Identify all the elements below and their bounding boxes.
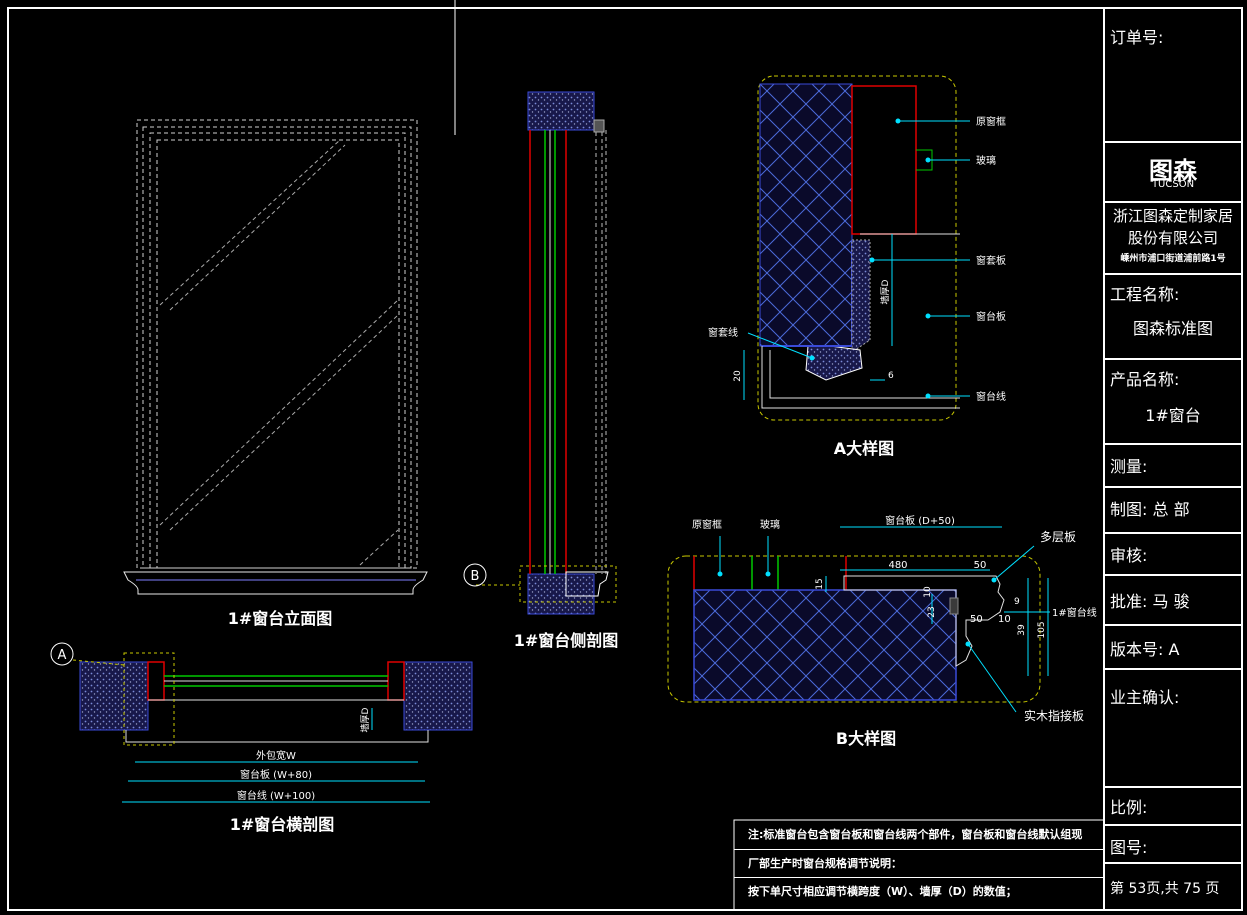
dim-50b: 50 <box>970 614 983 625</box>
marker-a: A <box>58 648 67 663</box>
dim-105: 105 <box>1037 621 1047 638</box>
tb-review: 审核: <box>1104 534 1242 576</box>
marker-b: B <box>471 569 480 584</box>
tb-drawing-no: 图号: <box>1104 826 1242 864</box>
tb-order: 订单号: <box>1104 10 1242 143</box>
dim-39: 39 <box>1017 624 1027 636</box>
dim-10b: 10 <box>998 614 1011 625</box>
approve-label: 批准: 马 骏 <box>1110 592 1190 611</box>
survey-label: 测量: <box>1110 457 1148 476</box>
cross-section-title: 1#窗台横剖图 <box>230 815 335 834</box>
drawing-no-label: 图号: <box>1110 838 1148 857</box>
callout-b-solid-wood: 实木指接板 <box>1024 708 1084 723</box>
detail-b-title: B大样图 <box>836 729 896 748</box>
callout-a-window-cover: 窗套板 <box>976 254 1006 267</box>
tb-company: 浙江图森定制家居 股份有限公司 嵊州市浦口街道浦前路1号 <box>1104 203 1242 275</box>
dim-sill-board: 窗台板 (W+80) <box>240 768 312 781</box>
dim-outer-width: 外包宽W <box>256 749 296 762</box>
callout-b-multilayer: 多层板 <box>1040 530 1076 544</box>
callout-a-window-frame: 原窗框 <box>976 115 1006 128</box>
dim-sill-board-depth: 窗台板 (D+50) <box>885 514 955 527</box>
callout-a-sill-line: 窗台线 <box>976 390 1006 403</box>
dim-10a: 10 <box>923 586 933 598</box>
company-line1: 浙江图森定制家居 <box>1112 207 1233 225</box>
tb-logo: 图森 TUCSON <box>1104 143 1242 203</box>
version-label: 版本号: A <box>1110 640 1180 659</box>
company-line2: 股份有限公司 <box>1127 229 1218 247</box>
tb-scale: 比例: <box>1104 788 1242 826</box>
order-label: 订单号: <box>1110 28 1164 47</box>
dim-9: 9 <box>1014 597 1020 607</box>
dim-23: 23 <box>927 606 937 617</box>
dim-6: 6 <box>888 371 894 381</box>
dim-15: 15 <box>815 578 825 589</box>
product-value: 1#窗台 <box>1145 406 1201 425</box>
dim-50a: 50 <box>974 560 987 571</box>
callout-b-sill-line: 1#窗台线 <box>1052 606 1097 619</box>
logo-cn: 图森 <box>1149 157 1197 185</box>
page-label: 第 53页,共 75 页 <box>1110 881 1220 897</box>
dim-sill-line: 窗台线 (W+100) <box>237 789 315 802</box>
detail-a-view <box>743 75 970 421</box>
callout-a-glass: 玻璃 <box>976 154 996 167</box>
elevation-title: 1#窗台立面图 <box>228 609 333 628</box>
dim-wall-thickness: 墙厚D <box>359 707 371 732</box>
cross-section-view <box>50 642 473 803</box>
tb-owner: 业主确认: <box>1104 670 1242 788</box>
callout-a-sill-board: 窗台板 <box>976 310 1006 323</box>
notes-box <box>733 819 1105 911</box>
company-address: 嵊州市浦口街道浦前路1号 <box>1120 254 1226 264</box>
callout-b-glass: 玻璃 <box>760 518 780 531</box>
note-line-3: 按下单尺寸相应调节横跨度（W）、墙厚（D）的数值； <box>734 877 1104 905</box>
tb-survey: 测量: <box>1104 445 1242 488</box>
tb-version: 版本号: A <box>1104 626 1242 670</box>
outer-border <box>7 7 1243 911</box>
logo-en: TUCSON <box>1151 179 1195 190</box>
callout-b-window-frame: 原窗框 <box>692 518 722 531</box>
review-label: 审核: <box>1110 546 1148 565</box>
elevation-sill <box>123 571 428 595</box>
tb-project: 工程名称: 图森标准图 <box>1104 275 1242 360</box>
detail-a-title: A大样图 <box>834 439 894 458</box>
tb-product: 产品名称: 1#窗台 <box>1104 360 1242 445</box>
product-label: 产品名称: <box>1110 370 1180 389</box>
dim-wall-thickness-a: 墙厚D <box>879 279 891 304</box>
tb-page: 第 53页,共 75 页 <box>1104 864 1242 908</box>
tb-drafter: 制图: 总 部 <box>1104 488 1242 534</box>
callout-a-cover-line: 窗套线 <box>708 326 738 339</box>
elevation-view <box>136 119 418 569</box>
drafter-label: 制图: 总 部 <box>1110 500 1190 519</box>
detail-b-view <box>667 526 1050 713</box>
owner-label: 业主确认: <box>1110 688 1180 707</box>
note-line-1: 注:标准窗台包含窗台板和窗台线两个部件，窗台板和窗台线默认组现 <box>748 828 1083 841</box>
note-line-2: 厂部生产时窗台规格调节说明： <box>734 849 1104 877</box>
scale-label: 比例: <box>1110 798 1148 817</box>
dim-20: 20 <box>733 370 743 382</box>
project-label: 工程名称: <box>1110 285 1180 304</box>
project-value: 图森标准图 <box>1132 319 1213 338</box>
side-section-title: 1#窗台侧剖图 <box>514 631 619 650</box>
dim-480: 480 <box>888 560 907 571</box>
side-section-view <box>463 91 617 615</box>
tb-approve: 批准: 马 骏 <box>1104 576 1242 626</box>
